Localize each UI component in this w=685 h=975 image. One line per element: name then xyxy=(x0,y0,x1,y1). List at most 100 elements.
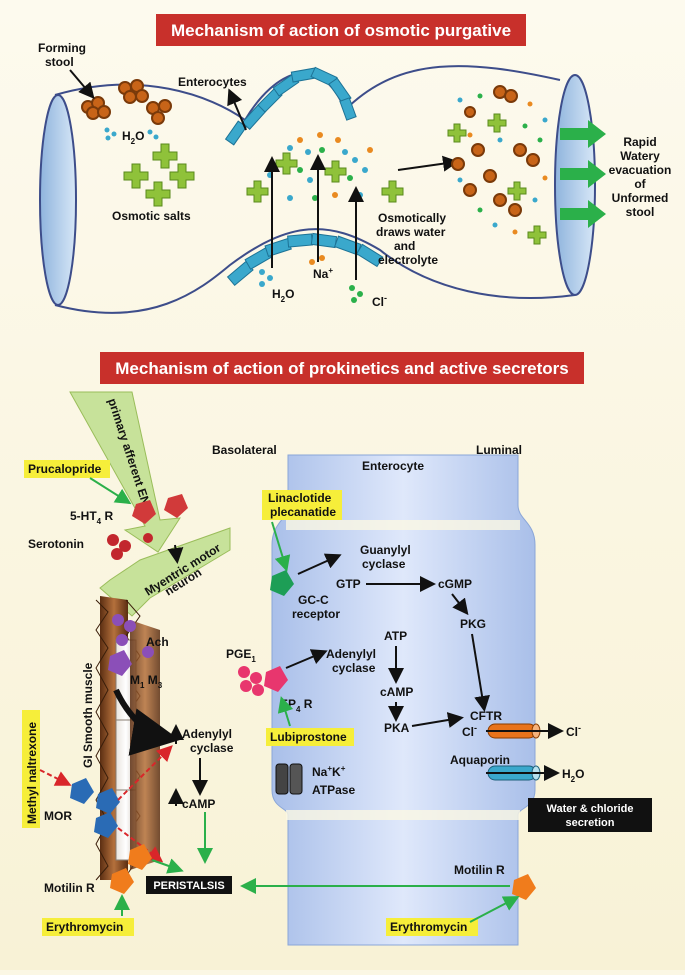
svg-text:Rapid: Rapid xyxy=(623,135,656,149)
center-salt-crosses xyxy=(246,152,404,203)
center-particles xyxy=(267,132,373,201)
cftr-label: CFTR xyxy=(470,709,502,723)
cl-cftr-label: Cl- xyxy=(462,723,477,739)
adenylyl-right-label-2: cyclase xyxy=(332,661,376,675)
secretion-label-2: secretion xyxy=(566,817,615,829)
serotonin-receptor-icon xyxy=(164,494,188,518)
adenylyl-left-label-2: cyclase xyxy=(190,741,234,755)
svg-text:Watery: Watery xyxy=(620,149,660,163)
methyl-naltrexone-label: Methyl naltrexone xyxy=(25,722,39,824)
svg-text:evacuation: evacuation xyxy=(609,163,672,177)
right-salt-crosses xyxy=(447,113,547,245)
mor-to-peristalsis-dashed-arrow xyxy=(117,827,164,863)
h2o-out-label: H2O xyxy=(562,767,584,784)
cgmp-label: cGMP xyxy=(438,577,472,591)
secretion-box xyxy=(528,798,652,832)
svg-text:of: of xyxy=(634,177,646,191)
nak-atpase-icon xyxy=(275,763,303,795)
draws-label-2: draws water xyxy=(376,225,446,239)
mor-label: MOR xyxy=(44,809,72,823)
erythromycin-left-highlight xyxy=(42,918,134,936)
erythromycin-right-label: Erythromycin xyxy=(390,920,467,934)
na-label: Na+ xyxy=(313,266,333,281)
linaclotide-label-2: plecanatide xyxy=(270,505,336,519)
methyl-naltrexone-arrow xyxy=(39,769,72,786)
draws-label-4: electrolyte xyxy=(378,253,438,267)
m1m3-to-adenylyl-arrow xyxy=(113,688,180,756)
rapid-evacuation-label: Rapid Watery evacuation of Unformed stoo… xyxy=(609,135,672,219)
linaclotide-label-1: Linaclotide xyxy=(268,491,332,505)
m1m3-receptor-icon xyxy=(108,650,132,676)
cl-label: Cl- xyxy=(372,293,387,309)
lubiprostone-arrow xyxy=(277,696,294,727)
prucalopride-arrow xyxy=(89,477,132,505)
camp-left-label: cAMP xyxy=(182,797,215,811)
peristalsis-label: PERISTALSIS xyxy=(153,880,224,892)
enterocyte-label: Enterocyte xyxy=(362,459,424,473)
linaclotide-highlight xyxy=(262,490,342,520)
draws-label-3: and xyxy=(394,239,415,253)
ep4-to-adenylyl-arrow xyxy=(285,649,328,669)
cl-out-label: Cl- xyxy=(566,723,581,739)
mor-to-adenylyl-dashed-arrow xyxy=(117,745,173,801)
peristalsis-box xyxy=(146,876,232,894)
h2o-bottom-label: H2O xyxy=(272,287,294,304)
svg-text:stool: stool xyxy=(626,205,655,219)
aquaporin-label: Aquaporin xyxy=(450,753,510,767)
mor-receptor-icons xyxy=(70,778,120,838)
h2o-top-label: H2O xyxy=(122,129,144,146)
serotonin-molecules xyxy=(107,533,153,560)
svg-text:Unformed: Unformed xyxy=(612,191,669,205)
lubiprostone-highlight xyxy=(266,728,354,746)
draws-label-1: Osmotically xyxy=(378,211,446,225)
flow-arrow xyxy=(397,155,459,172)
motilin-left-to-peristalsis-arrow xyxy=(151,858,184,874)
water-dots-top xyxy=(104,127,159,141)
m1m3-label: M1 M3 xyxy=(130,673,163,690)
enterocytes-label: Enterocytes xyxy=(178,75,247,89)
gtp-label: GTP xyxy=(336,577,361,591)
forming-stool-balls xyxy=(81,79,172,125)
intestine-wall-bottom xyxy=(54,228,576,314)
basolateral-label: Basolateral xyxy=(212,443,277,457)
prokinetic-banner xyxy=(100,352,584,384)
prucalopride-highlight xyxy=(24,460,110,478)
lubiprostone-label: Lubiprostone xyxy=(270,730,347,744)
ach-molecules xyxy=(112,614,154,658)
guanylyl-label-2: cyclase xyxy=(362,557,406,571)
osmotic-title: Mechanism of action of osmotic purgative xyxy=(171,21,511,40)
forming-stool-label-2: stool xyxy=(45,55,74,69)
pge1-label: PGE1 xyxy=(226,647,256,664)
intestine-opening-left xyxy=(39,94,77,306)
motilin-r-left-label: Motilin R xyxy=(44,881,95,895)
motilin-receptor-left-icon xyxy=(110,868,134,894)
prucalopride-label: Prucalopride xyxy=(28,462,102,476)
5ht4-receptor-label: 5-HT4 R xyxy=(70,509,113,526)
methyl-naltrexone-highlight xyxy=(22,710,40,828)
erythromycin-right-arrow xyxy=(469,896,520,923)
motilin-receptor-left-icon-2 xyxy=(128,844,152,870)
gcc-label-1: GC-C xyxy=(298,593,329,607)
adenylyl-left-label-1: Adenylyl xyxy=(182,727,232,741)
atp-label: ATP xyxy=(384,629,407,643)
erythromycin-left-label: Erythromycin xyxy=(46,920,123,934)
prokinetic-title: Mechanism of action of prokinetics and a… xyxy=(115,359,568,378)
forming-stool-arrow xyxy=(69,69,95,100)
cgmp-to-pkg-arrow xyxy=(451,593,469,616)
gcc-label-2: receptor xyxy=(292,607,340,621)
evacuation-arrows xyxy=(560,120,606,228)
osmotic-salt-crosses xyxy=(123,143,195,207)
gcc-receptor-icon xyxy=(270,570,294,596)
linaclotide-arrow xyxy=(271,521,291,572)
nak-label-2: ATPase xyxy=(312,783,355,797)
nak-label-1: Na+K+ xyxy=(312,764,346,779)
adenylyl-right-label-1: Adenylyl xyxy=(326,647,376,661)
unformed-stool-balls xyxy=(451,85,540,217)
guanylyl-label-1: Guanylyl xyxy=(360,543,411,557)
enterocyte-gap-bottom xyxy=(286,810,520,820)
erythromycin-right-highlight xyxy=(386,918,478,936)
influx-dots xyxy=(259,255,363,303)
forming-stool-label-1: Forming xyxy=(38,41,86,55)
